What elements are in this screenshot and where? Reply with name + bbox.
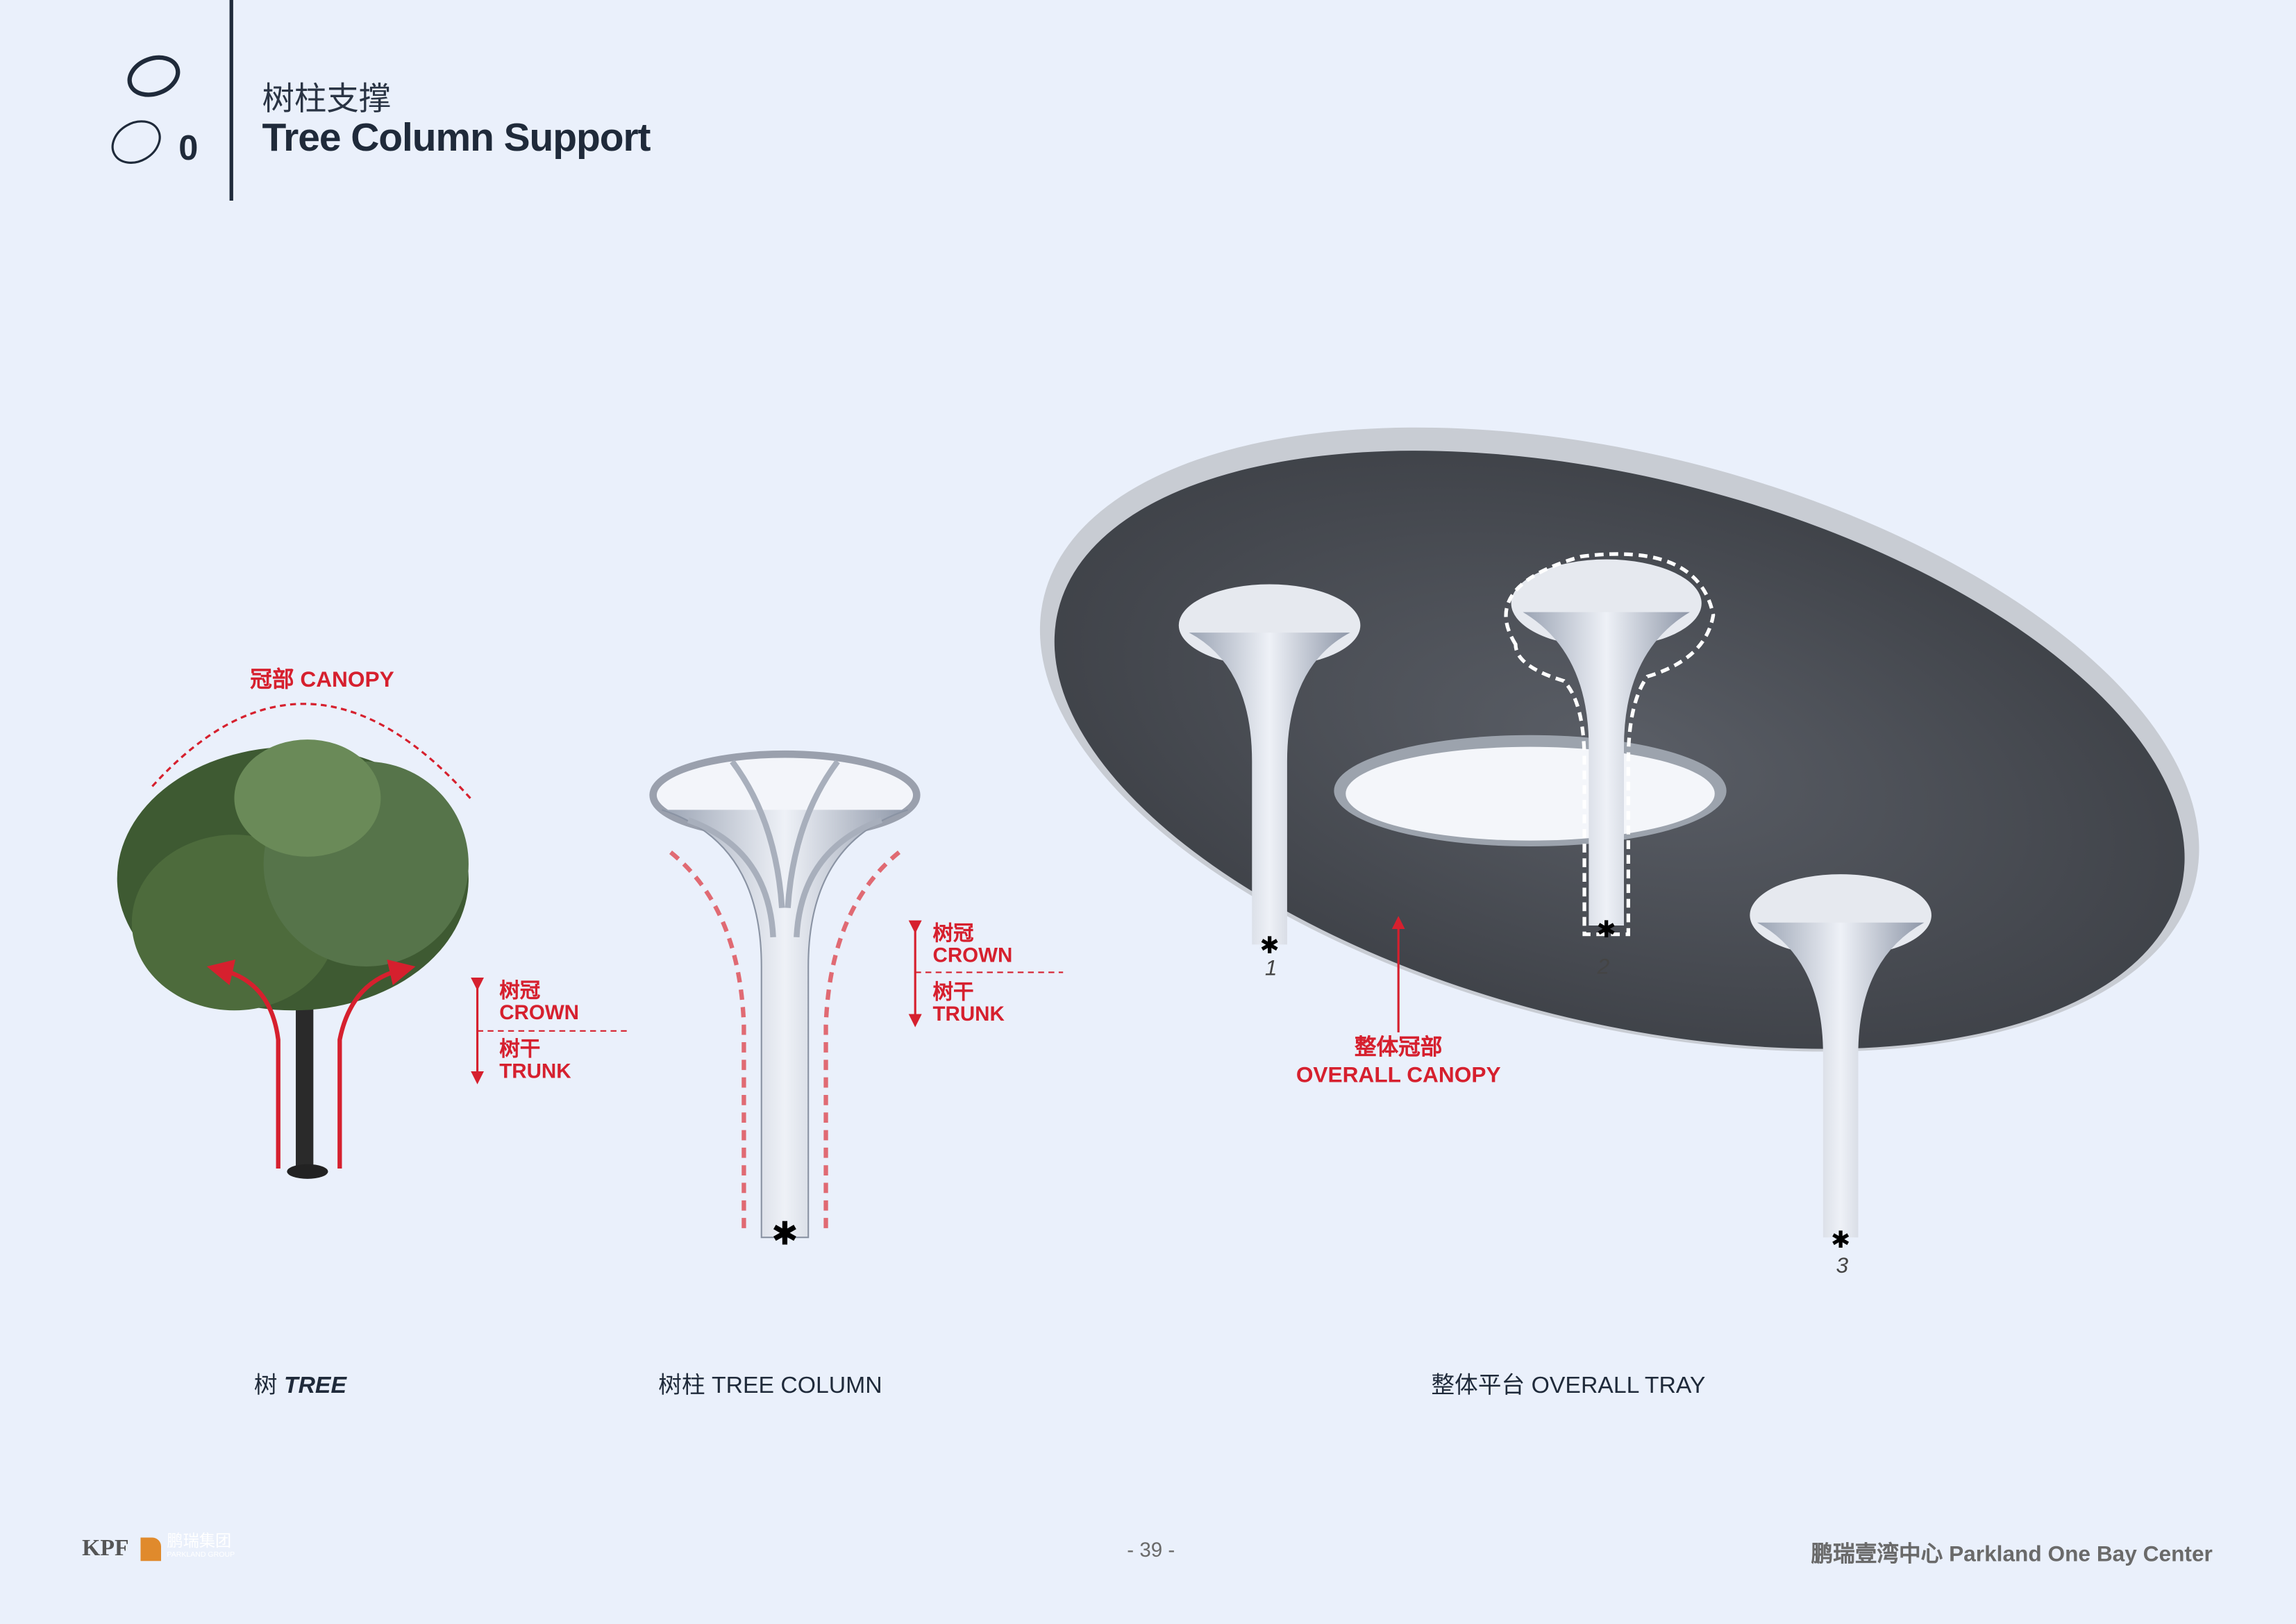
trunk-cn: 树干 <box>932 979 974 1003</box>
crown: CROWN <box>932 943 1013 967</box>
parkland-logo-icon <box>140 1537 162 1562</box>
overall-canopy-label: 整体冠部 OVERALL CANOPY <box>1296 1034 1501 1089</box>
page-title: Tree Column Support <box>262 115 651 160</box>
page-subtitle-cn: 树柱支撑 <box>262 82 392 119</box>
section-marker: 0 <box>178 128 199 169</box>
caption-tree-en: TREE <box>283 1373 346 1399</box>
tree-image <box>117 703 473 1179</box>
parkland-logo: 鹏瑞集团 PARKLAND GROUP <box>167 1534 235 1561</box>
trunk: TRUNK <box>499 1058 571 1082</box>
crown-cn: 树冠 <box>932 921 974 945</box>
svg-text:✱: ✱ <box>771 1216 798 1252</box>
overall-canopy-cn: 整体冠部 <box>1354 1035 1443 1060</box>
column-crown-label: 树冠 CROWN 树干 TRUNK <box>932 921 1013 1026</box>
caption-tree-cn: 树 <box>253 1373 278 1399</box>
trunk: TRUNK <box>932 1001 1005 1026</box>
svg-text:✱: ✱ <box>1259 932 1279 959</box>
column-crown-trunk-marker <box>908 920 1064 1028</box>
overall-canopy: OVERALL CANOPY <box>1296 1063 1501 1089</box>
tree-crown-label: 树冠 CROWN 树干 TRUNK <box>499 978 580 1082</box>
project-name: 鹏瑞壹湾中心 Parkland One Bay Center <box>1811 1541 2213 1567</box>
crown-cn: 树冠 <box>499 978 541 1002</box>
caption-tree: 树 TREE <box>254 1365 346 1400</box>
kpf-logo: KPF <box>82 1536 129 1562</box>
tree-column-image: ✱ <box>649 750 921 1252</box>
overall-tray-image: ✱ ✱ ✱ <box>1039 427 2199 1253</box>
trunk-cn: 树干 <box>499 1037 541 1060</box>
svg-text:✱: ✱ <box>1831 1227 1850 1253</box>
parkland-logo-cn: 鹏瑞集团 <box>167 1533 232 1551</box>
caption-tree-column: 树柱 TREE COLUMN <box>658 1373 882 1399</box>
column-number-1: 1 <box>1264 956 1277 982</box>
parkland-logo-en: PARKLAND GROUP <box>167 1550 235 1560</box>
column-number-3: 3 <box>1836 1253 1849 1279</box>
svg-text:✱: ✱ <box>1597 916 1616 943</box>
page-number: - 39 - <box>1127 1537 1175 1562</box>
section-logo-icon <box>111 55 181 164</box>
crown: CROWN <box>499 1000 580 1024</box>
tree-crown-trunk-marker <box>471 977 627 1085</box>
canopy-label: 冠部 CANOPY <box>250 667 394 693</box>
column-number-2: 2 <box>1597 955 1610 980</box>
caption-overall-tray: 整体平台 OVERALL TRAY <box>1431 1373 1706 1399</box>
